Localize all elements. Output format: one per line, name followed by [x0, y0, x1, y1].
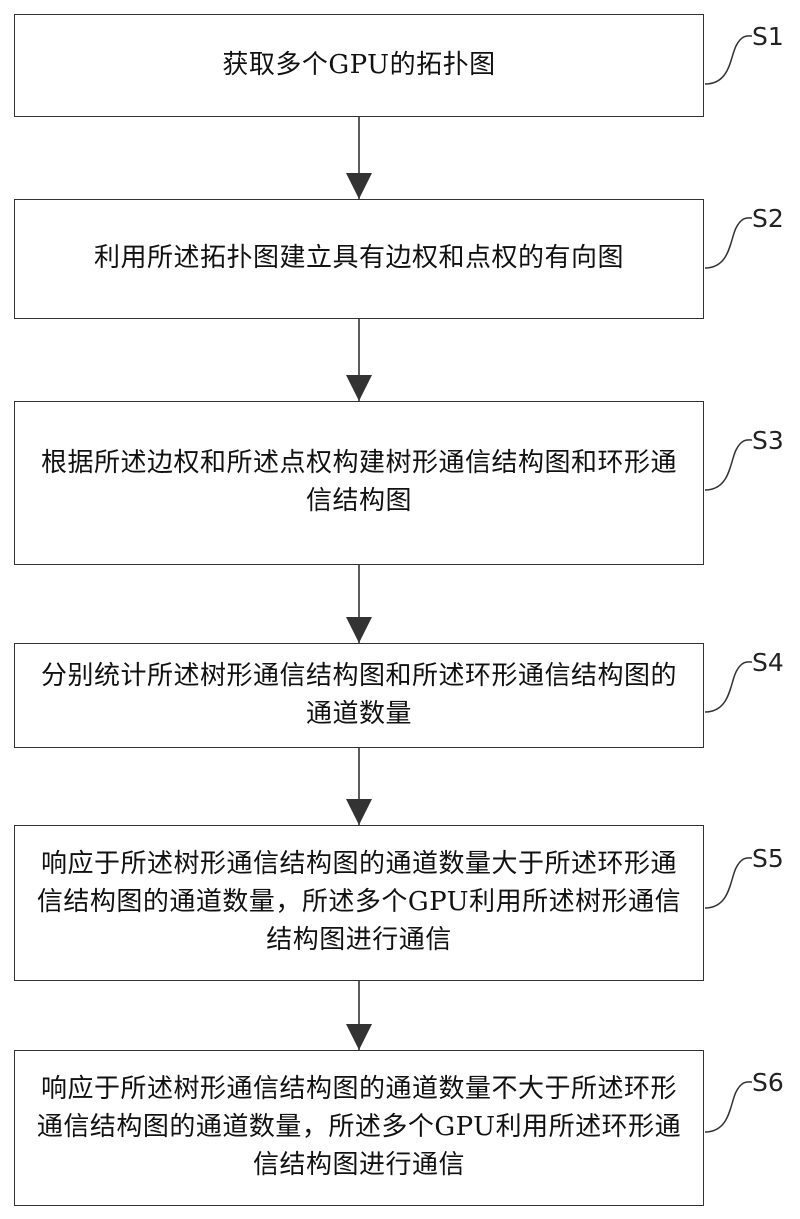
step-label-s1: S1 [752, 22, 784, 51]
step-text-s5: 响应于所述树形通信结构图的通道数量大于所述环形通信结构图的通道数量，所述多个GP… [36, 849, 682, 955]
step-label-s5: S5 [752, 844, 784, 873]
leader-s4 [704, 661, 753, 713]
step-label-s3: S3 [752, 426, 784, 455]
step-label-s2: S2 [752, 204, 784, 233]
step-text-s3: 根据所述边权和所述点权构建树形通信结构图和环形通信结构图 [40, 448, 677, 516]
step-text-s4: 分别统计所述树形通信结构图和所述环形通信结构图的通道数量 [40, 660, 677, 729]
step-box-s5: 响应于所述树形通信结构图的通道数量大于所述环形通信结构图的通道数量，所述多个GP… [14, 825, 704, 981]
leader-s1 [704, 35, 753, 85]
step-box-s4: 分别统计所述树形通信结构图和所述环形通信结构图的通道数量 [14, 643, 704, 748]
arrow-s5-s6 [346, 981, 372, 1050]
arrow-s1-s2 [346, 117, 372, 199]
leader-s3 [704, 439, 753, 491]
arrow-s3-s4 [346, 565, 372, 643]
step-box-s2: 利用所述拓扑图建立具有边权和点权的有向图 [14, 199, 704, 319]
arrow-s2-s3 [346, 319, 372, 401]
step-label-s6: S6 [752, 1068, 784, 1097]
step-box-s1: 获取多个GPU的拓扑图 [14, 14, 704, 117]
step-box-s6: 响应于所述树形通信结构图的通道数量不大于所述环形通信结构图的通道数量，所述多个G… [14, 1050, 704, 1206]
leader-s5 [704, 857, 753, 909]
step-box-s3: 根据所述边权和所述点权构建树形通信结构图和环形通信结构图 [14, 401, 704, 565]
arrow-s4-s5 [346, 748, 372, 825]
leader-s6 [704, 1081, 753, 1133]
step-text-s1: 获取多个GPU的拓扑图 [222, 49, 496, 80]
leader-s2 [704, 217, 753, 269]
step-text-s2: 利用所述拓扑图建立具有边权和点权的有向图 [93, 243, 624, 274]
step-text-s6: 响应于所述树形通信结构图的通道数量不大于所述环形通信结构图的通道数量，所述多个G… [36, 1074, 682, 1180]
step-label-s4: S4 [752, 648, 784, 677]
